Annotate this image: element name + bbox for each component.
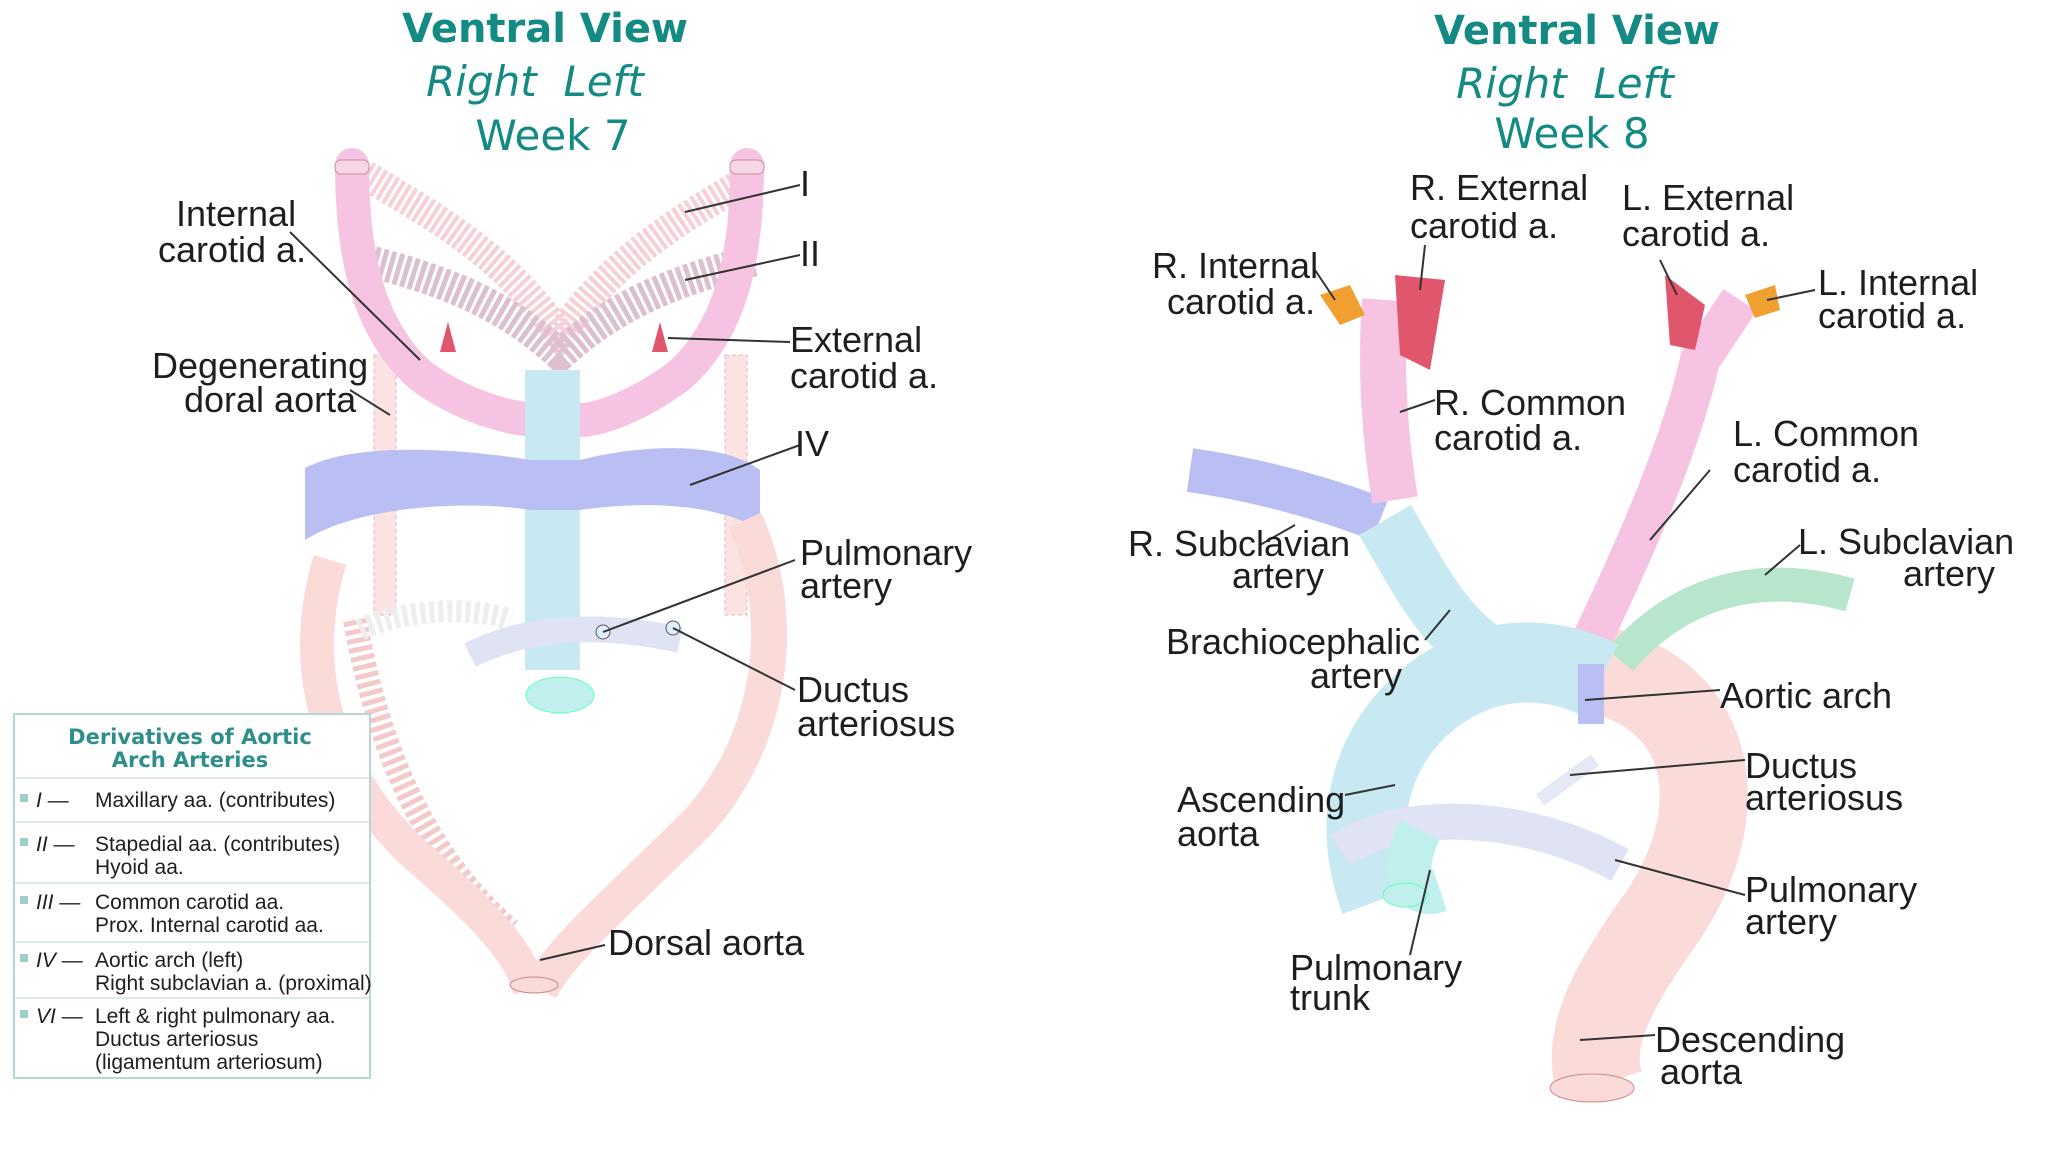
week7-diagram: Ventral View Right Left Week 7 I II IV I… xyxy=(152,6,972,999)
left-internal-carotid-vessel xyxy=(563,148,764,437)
label-ascending-aorta-1: Ascending xyxy=(1177,779,1345,820)
label-r-internal-1: R. Internal xyxy=(1152,245,1318,286)
legend-title-2: Arch Arteries xyxy=(112,748,269,772)
legend-row4-line2: Right subclavian a. (proximal) xyxy=(95,972,372,995)
week7-week: Week 7 xyxy=(475,111,630,160)
legend-row3-line2: Prox. Internal carotid aa. xyxy=(95,914,324,937)
ductus-arteriosus-vessel xyxy=(1535,754,1600,806)
legend-title-1: Derivatives of Aortic xyxy=(68,725,312,749)
r-common-carotid-vessel xyxy=(1360,298,1418,504)
label-ductus-w8-2: arteriosus xyxy=(1745,777,1903,818)
label-brachiocephalic-1: Brachiocephalic xyxy=(1166,621,1420,662)
legend-row5-line3: (ligamentum arteriosum) xyxy=(95,1051,323,1074)
legend-row5-line1: Left & right pulmonary aa. xyxy=(95,1005,335,1028)
right-internal-carotid-vessel xyxy=(335,148,557,437)
legend-row3-line1: Common carotid aa. xyxy=(95,891,284,914)
label-descending-aorta-2: aorta xyxy=(1660,1051,1743,1092)
label-arch-I: I xyxy=(800,163,810,204)
label-descending-aorta-1: Descending xyxy=(1655,1019,1845,1060)
label-l-external-2: carotid a. xyxy=(1622,213,1770,254)
external-carotid-stub-right xyxy=(440,322,456,352)
week8-title: Ventral View xyxy=(1434,8,1720,54)
degenerating-dorsal-aorta-lower xyxy=(343,617,518,940)
label-arch-II: II xyxy=(800,233,820,274)
label-l-internal-2: carotid a. xyxy=(1818,295,1966,336)
pulmonary-arteries-vessel xyxy=(1330,803,1629,881)
legend-num-VI: VI — xyxy=(36,1005,84,1028)
legend-num-IV: IV — xyxy=(36,949,84,972)
label-pulmonary-artery-2: artery xyxy=(800,565,892,606)
l-common-carotid-vessel xyxy=(1561,288,1757,674)
label-l-subclavian-1: L. Subclavian xyxy=(1798,521,2014,562)
label-degenerating-2: doral aorta xyxy=(184,379,357,420)
label-l-common-1: L. Common xyxy=(1733,413,1919,454)
legend-num-II: II — xyxy=(36,833,76,856)
week7-orientation: Right Left xyxy=(426,57,645,106)
label-aortic-arch: Aortic arch xyxy=(1720,675,1892,716)
label-arch-IV: IV xyxy=(795,423,829,464)
week8-diagram: Ventral View Right Left Week 8 R. Extern… xyxy=(1128,8,2014,1103)
legend-box: Derivatives of Aortic Arch Arteries I — … xyxy=(13,713,372,1079)
pulmonary-trunk-vessel xyxy=(1387,820,1447,914)
label-internal-carotid-2: carotid a. xyxy=(158,229,306,270)
week7-title: Ventral View xyxy=(402,6,688,52)
week7-pulmonary-arteries xyxy=(464,616,683,667)
r-subclavian-vessel xyxy=(1186,448,1389,541)
label-l-common-2: carotid a. xyxy=(1733,449,1881,490)
label-r-common-1: R. Common xyxy=(1434,382,1626,423)
label-l-external-1: L. External xyxy=(1622,177,1794,218)
label-dorsal-aorta: Dorsal aorta xyxy=(608,922,805,963)
week8-orientation: Right Left xyxy=(1456,59,1675,108)
r-internal-carotid-vessel xyxy=(1320,285,1365,325)
legend-num-III: III — xyxy=(36,891,81,914)
label-external-carotid-2: carotid a. xyxy=(790,355,938,396)
label-degenerating-1: Degenerating xyxy=(152,345,368,386)
label-l-internal-1: L. Internal xyxy=(1818,262,1978,303)
legend-row2-line1: Stapedial aa. (contributes) xyxy=(95,833,340,856)
label-internal-carotid-1: Internal xyxy=(176,193,296,234)
label-pulmonary-artery-1: Pulmonary xyxy=(800,532,972,573)
label-l-subclavian-2: artery xyxy=(1903,553,1995,594)
l-subclavian-vessel xyxy=(1607,567,1855,672)
arch-I-vessel xyxy=(357,162,763,361)
label-pulmonary-trunk-2: trunk xyxy=(1290,977,1371,1018)
label-brachiocephalic-2: artery xyxy=(1310,655,1402,696)
label-r-subclavian-1: R. Subclavian xyxy=(1128,523,1350,564)
label-pulmonary-artery-w8-2: artery xyxy=(1745,901,1837,942)
label-r-common-2: carotid a. xyxy=(1434,417,1582,458)
l-external-carotid-vessel xyxy=(1665,275,1705,350)
label-r-external-1: R. External xyxy=(1410,167,1588,208)
l-internal-carotid-vessel xyxy=(1745,285,1780,318)
descending-aorta-vessel xyxy=(1551,627,1748,1099)
legend-row1-line1: Maxillary aa. (contributes) xyxy=(95,789,335,812)
legend-row4-line1: Aortic arch (left) xyxy=(95,949,243,972)
label-r-external-2: carotid a. xyxy=(1410,205,1558,246)
legend-row2-line2: Hyoid aa. xyxy=(95,856,184,879)
legend-row5-line2: Ductus arteriosus xyxy=(95,1028,258,1051)
label-ascending-aorta-2: aorta xyxy=(1177,813,1260,854)
week7-dorsal-aorta xyxy=(300,555,547,995)
label-external-carotid-1: External xyxy=(790,319,922,360)
label-ductus-w8-1: Ductus xyxy=(1745,745,1857,786)
label-pulmonary-artery-w8-1: Pulmonary xyxy=(1745,869,1917,910)
label-r-internal-2: carotid a. xyxy=(1167,281,1315,322)
label-pulmonary-trunk-1: Pulmonary xyxy=(1290,947,1462,988)
r-external-carotid-vessel xyxy=(1395,275,1445,370)
label-ductus-1: Ductus xyxy=(797,669,909,710)
label-r-subclavian-2: artery xyxy=(1232,555,1324,596)
degenerating-arch-VI-right xyxy=(355,600,514,640)
week8-week: Week 8 xyxy=(1494,109,1649,158)
external-carotid-stub-left xyxy=(652,322,668,352)
label-ductus-2: arteriosus xyxy=(797,703,955,744)
aortic-arch-IV-band xyxy=(305,448,760,540)
legend-num-I: I — xyxy=(36,789,70,812)
